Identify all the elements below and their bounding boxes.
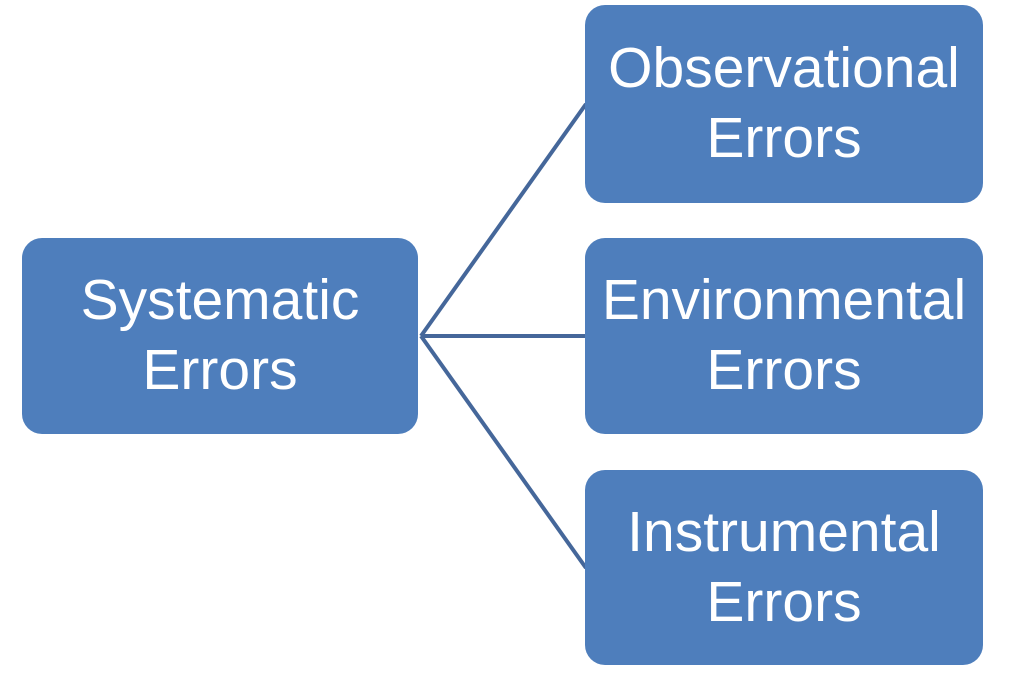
node-label-line: Observational [608, 36, 960, 101]
node-environmental-errors: Environmental Errors [585, 238, 983, 434]
node-label-line: Environmental [601, 268, 967, 333]
node-label-line: Errors [706, 569, 862, 634]
node-label-line: Errors [706, 106, 862, 170]
node-label-line: Instrumental [627, 499, 941, 564]
connector-line-observational [419, 102, 588, 338]
node-instrumental-errors: Instrumental Errors [585, 470, 983, 665]
node-label-line: Errors [142, 338, 298, 402]
connector-line-instrumental [419, 334, 588, 570]
node-systematic-errors: Systematic Errors [22, 238, 418, 434]
node-observational-errors: Observational Errors [585, 5, 983, 203]
node-label-line: Systematic [80, 268, 360, 333]
node-label-line: Errors [706, 338, 862, 402]
